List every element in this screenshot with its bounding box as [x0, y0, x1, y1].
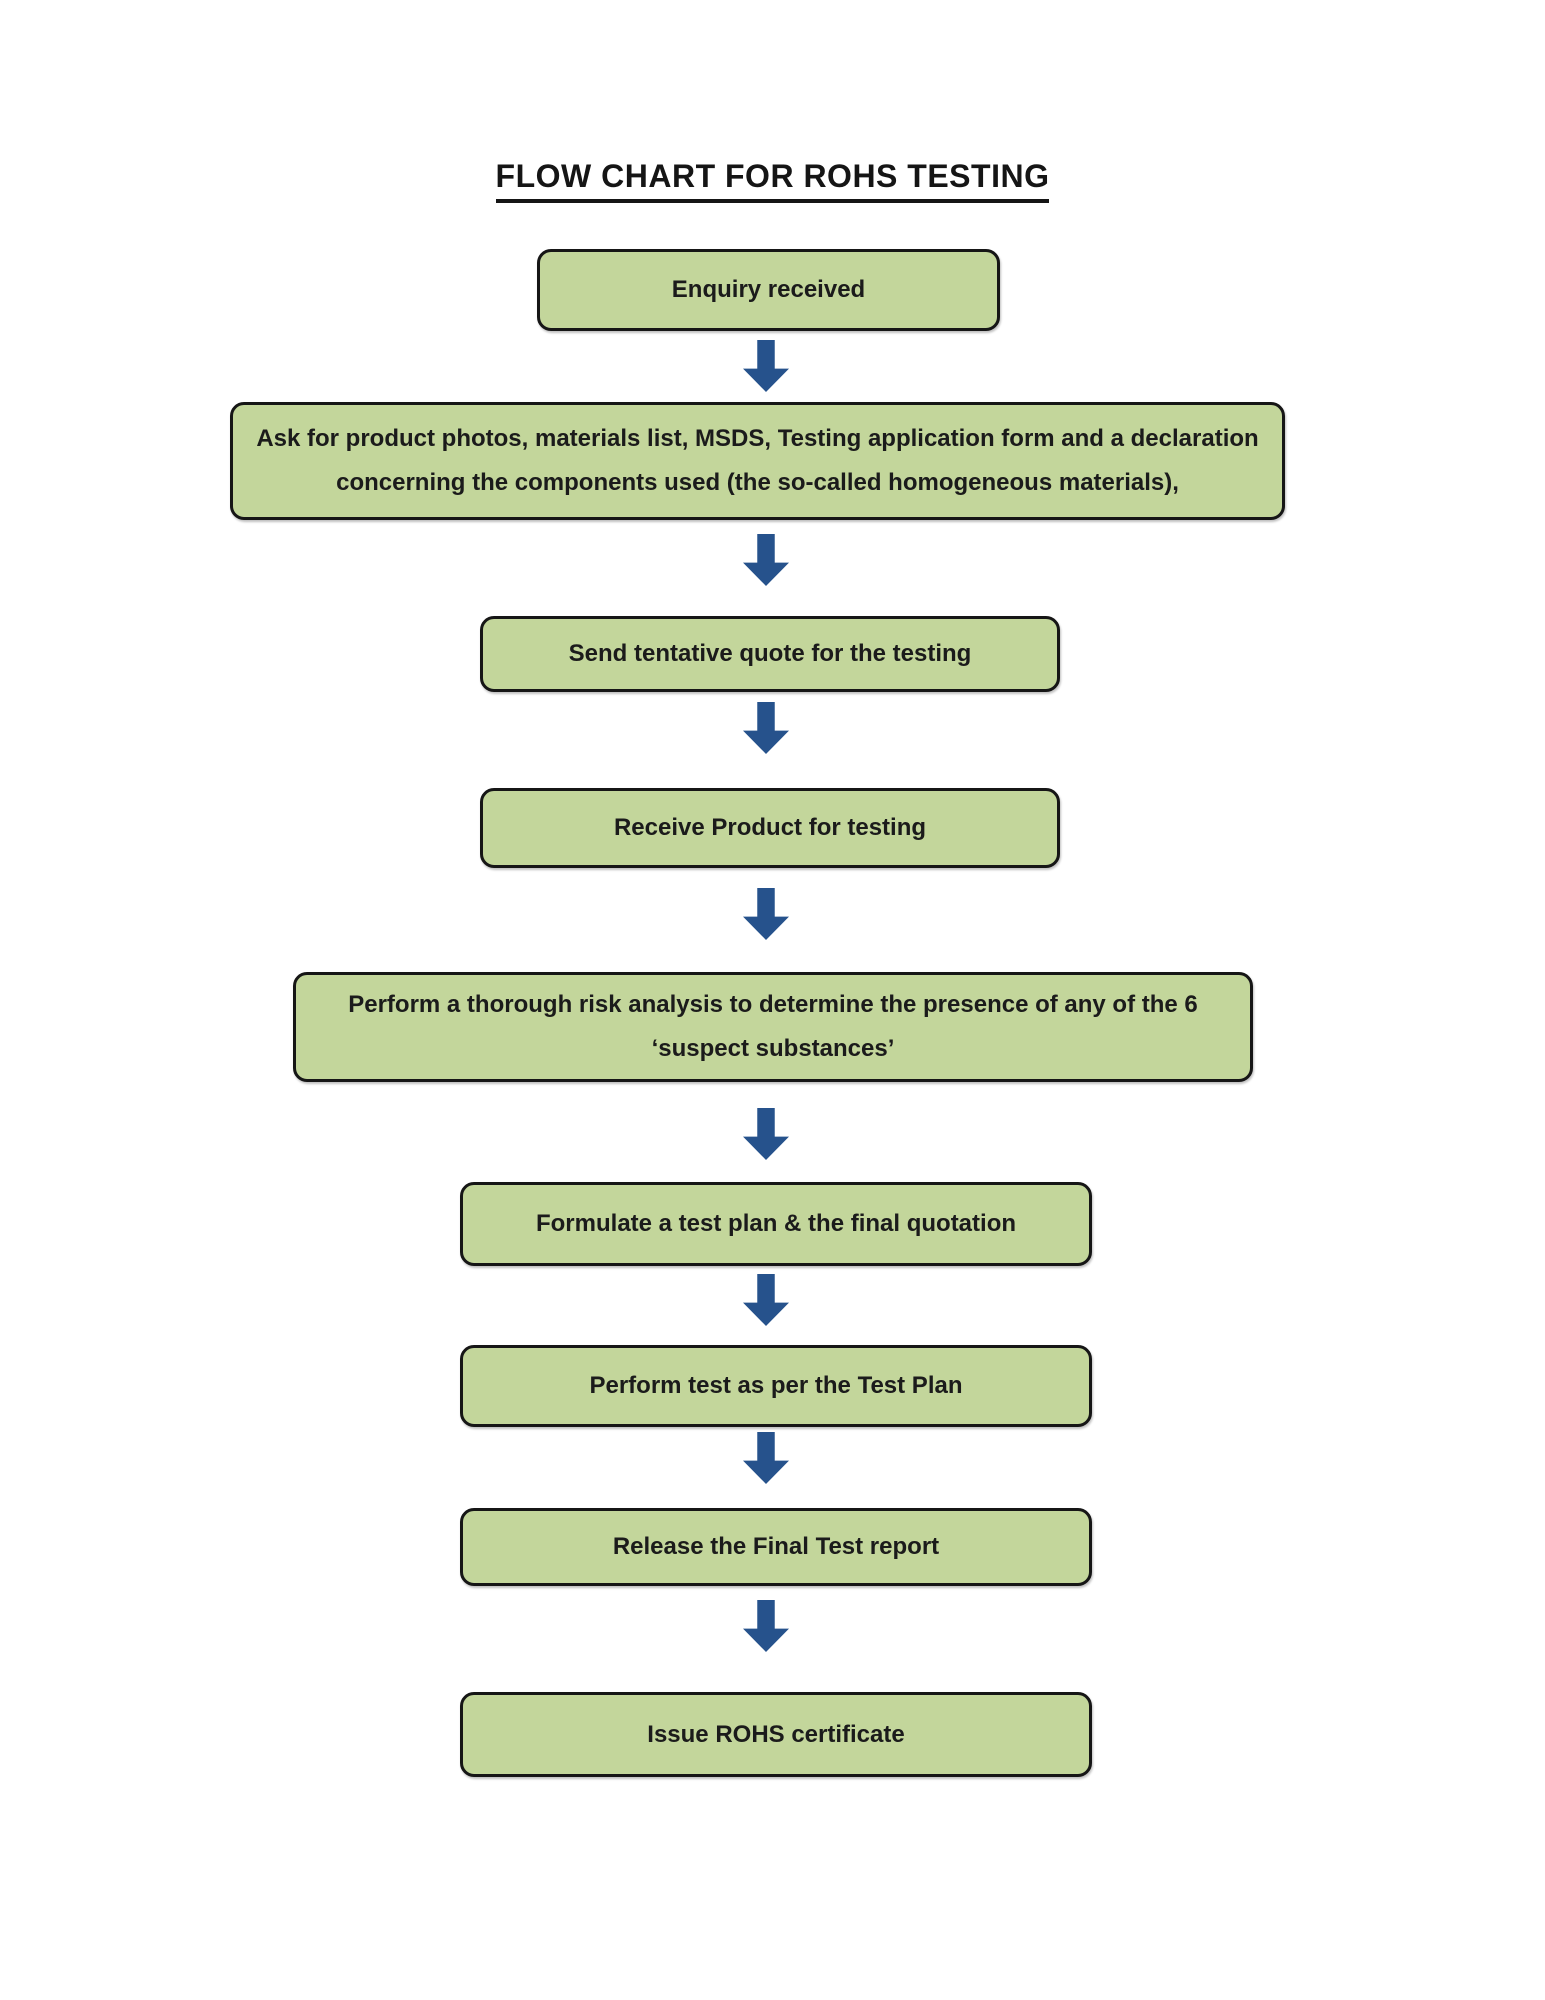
flow-step-enquiry-received: Enquiry received [537, 249, 1000, 331]
flow-step-label: Formulate a test plan & the final quotat… [535, 1210, 1017, 1237]
flow-step-label: Send tentative quote for the testing [568, 640, 972, 667]
flow-step-label: Ask for product photos, materials list, … [256, 425, 1259, 496]
down-arrow-icon [743, 1600, 789, 1652]
down-arrow-icon [743, 1274, 789, 1326]
down-arrow-icon [743, 1108, 789, 1160]
flow-step-release-report: Release the Final Test report [460, 1508, 1092, 1586]
flow-step-receive-product: Receive Product for testing [480, 788, 1060, 868]
page-title: FLOW CHART FOR ROHS TESTING [495, 158, 1050, 203]
down-arrow-icon [743, 534, 789, 586]
title-container: FLOW CHART FOR ROHS TESTING [0, 158, 1545, 203]
down-arrow-icon [743, 1432, 789, 1484]
down-arrow-icon [743, 888, 789, 940]
flow-step-perform-test: Perform test as per the Test Plan [460, 1345, 1092, 1427]
flow-step-send-quote: Send tentative quote for the testing [480, 616, 1060, 692]
flow-step-label: Receive Product for testing [613, 814, 927, 841]
flow-step-label: Enquiry received [671, 276, 866, 303]
flow-step-risk-analysis: Perform a thorough risk analysis to dete… [293, 972, 1253, 1082]
down-arrow-icon [743, 702, 789, 754]
flow-step-test-plan: Formulate a test plan & the final quotat… [460, 1182, 1092, 1266]
flow-step-issue-certificate: Issue ROHS certificate [460, 1692, 1092, 1777]
down-arrow-icon [743, 340, 789, 392]
flow-step-ask-documents: Ask for product photos, materials list, … [230, 402, 1285, 520]
flow-step-label: Release the Final Test report [612, 1533, 940, 1560]
flow-step-label: Issue ROHS certificate [647, 1720, 905, 1748]
flow-step-label: Perform a thorough risk analysis to dete… [348, 991, 1198, 1062]
flow-step-label: Perform test as per the Test Plan [589, 1372, 963, 1399]
